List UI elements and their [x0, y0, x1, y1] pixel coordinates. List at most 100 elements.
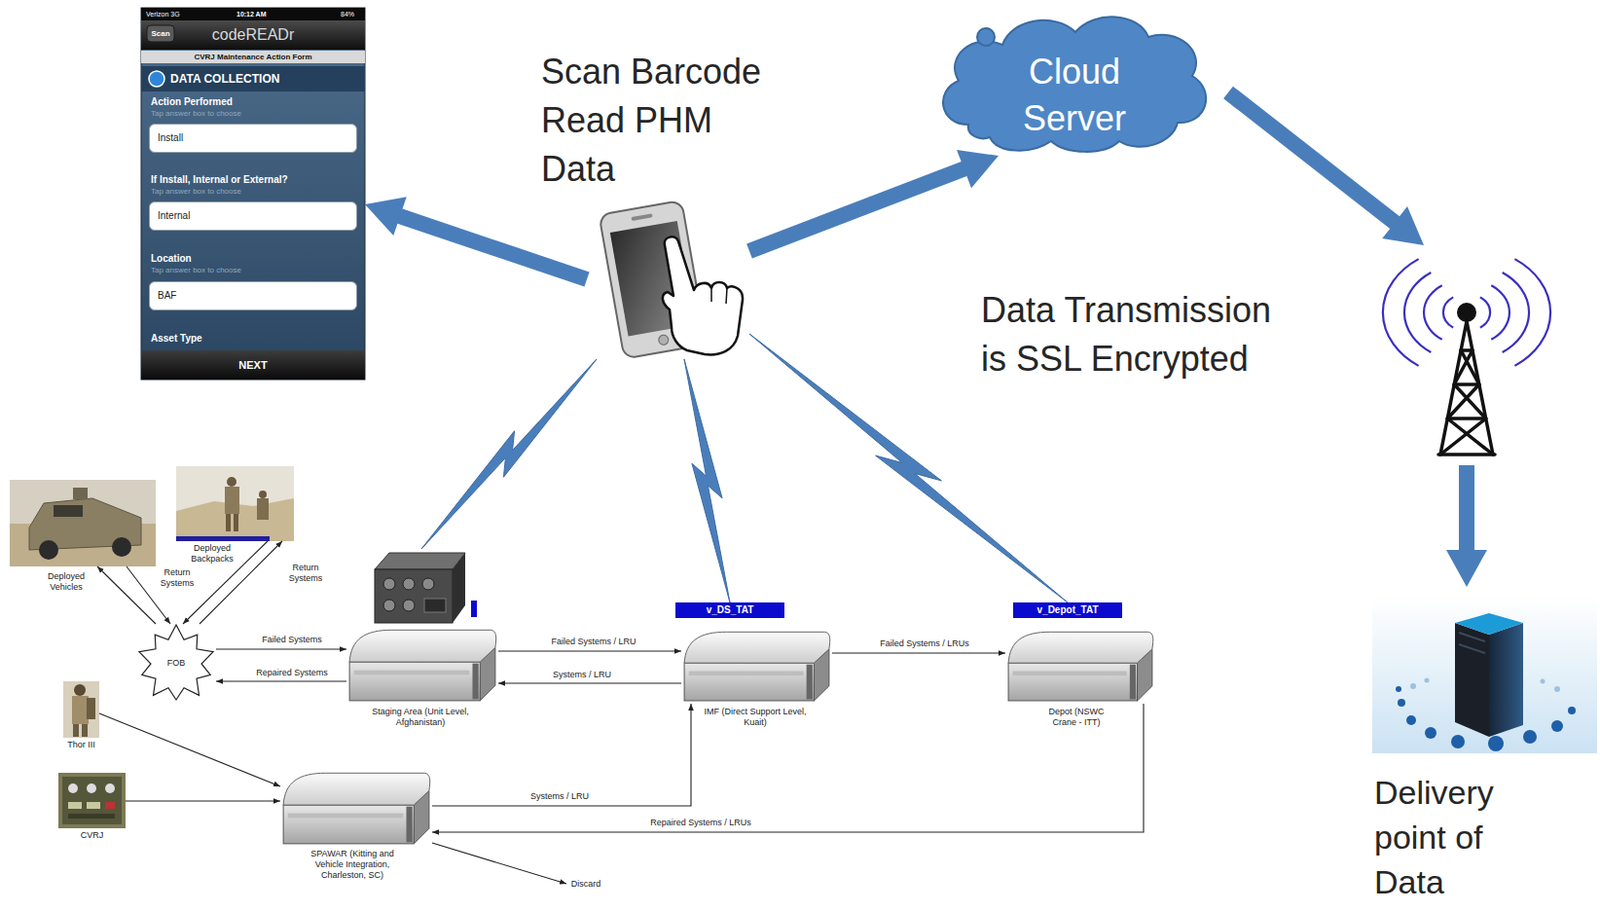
node-outline [346, 548, 499, 704]
photo-node: Thor III [63, 681, 100, 738]
equipment-photo [68, 813, 115, 819]
server-box: SPAWAR (Kitting and Vehicle Integration,… [280, 770, 433, 847]
flow-arrow [432, 703, 691, 806]
server-icon [1489, 622, 1524, 737]
answer-box: Install [148, 123, 358, 153]
equipment-photo [105, 783, 115, 794]
soldier-photo [63, 681, 100, 738]
flow-arrow [99, 713, 281, 787]
server-icon [1454, 613, 1524, 635]
node-label: Discard [571, 877, 602, 890]
status-text: 84% [340, 9, 355, 19]
app-title: codeREADr [189, 25, 317, 45]
node-outline [684, 662, 814, 701]
radio-tower [1514, 258, 1551, 366]
equipment-photo [62, 776, 122, 825]
vehicle-photo [9, 479, 156, 567]
node-outline [349, 661, 480, 701]
transmission-arrow [1223, 86, 1424, 246]
field-hint: Tap answer box to choose [150, 265, 356, 276]
radio-unit [471, 600, 477, 618]
node-outline [1129, 664, 1136, 700]
soldier-photo [233, 513, 239, 532]
soldier-photo [81, 724, 88, 737]
form-title: CVRJ Maintenance Action Form [141, 51, 365, 63]
node-outline [689, 671, 804, 677]
flow-arrow [832, 652, 1006, 654]
server-icon [1424, 678, 1430, 684]
smartphone-icon [711, 288, 728, 304]
edge-label: Failed Systems [260, 634, 324, 646]
server-icon [1397, 698, 1406, 707]
server-icon [1551, 720, 1564, 732]
app-button: Scan [146, 26, 175, 41]
vehicle-photo [111, 537, 132, 557]
answer-text: Install [157, 132, 183, 145]
server-icon [1567, 706, 1576, 715]
equipment-photo [58, 772, 126, 829]
photo-node: CVRJ [58, 772, 126, 829]
note-text: Data Transmission is SSL Encrypted [981, 286, 1291, 384]
radio-unit [402, 599, 415, 612]
node-outline [141, 7, 365, 380]
field-label: If Install, Internal or External? [150, 174, 356, 186]
flow-arrow [125, 800, 281, 801]
block-arrow [746, 149, 999, 258]
radio-unit [374, 569, 453, 623]
lightning-link [421, 359, 597, 549]
button-bar: NEXT [141, 350, 365, 380]
node-outline [405, 806, 412, 843]
server-icon [1451, 734, 1465, 749]
transmission-arrow [1446, 465, 1488, 587]
server-icon [1395, 686, 1576, 752]
server-icon [1410, 683, 1417, 690]
vehicle-photo [53, 505, 83, 517]
answer-text: BAF [157, 290, 177, 302]
node-label: IMF (Direct Support Level, Kuait) [700, 706, 810, 728]
server-icon [1554, 686, 1561, 692]
server-box: Depot (NSWC Crane - ITT) [1005, 629, 1156, 704]
metric-tag: v_DS_TAT [675, 602, 785, 619]
node-outline [354, 670, 471, 676]
radio-tower [1382, 258, 1551, 455]
equipment-photo [86, 783, 97, 794]
edge-label: Return Systems [284, 562, 328, 584]
answer-box: Internal [148, 201, 358, 231]
server-icon [1424, 727, 1437, 739]
soldier-photo [73, 684, 86, 696]
radio-tower [1480, 296, 1491, 328]
node-outline [283, 772, 431, 805]
soldier-photo [176, 536, 270, 542]
radio-unit [374, 552, 466, 570]
smartphone-node: Scan Barcode Read PHM Data [586, 193, 750, 360]
flow-arrow [97, 566, 156, 624]
radio-unit [383, 599, 396, 612]
field-label: Action Performed [150, 96, 356, 109]
equipment-photo [68, 801, 82, 809]
node-outline [146, 25, 175, 42]
flow-arrow [432, 703, 1144, 833]
node-label: Staging Area (Unit Level, Afghanistan) [352, 706, 489, 728]
terminal-node: Discard [566, 877, 606, 890]
tag-text: v_Depot_TAT [1037, 604, 1099, 617]
flow-arrow [199, 541, 283, 624]
soldier-photo [256, 498, 269, 520]
radio-unit [452, 552, 466, 623]
smartphone-icon [598, 200, 743, 360]
soldier-photo [226, 476, 237, 487]
node-outline [280, 770, 433, 847]
radio-tower [1490, 285, 1510, 340]
node-outline [943, 16, 1206, 152]
soldier-photo [86, 697, 96, 720]
server-icon [1454, 622, 1490, 737]
node-outline [349, 629, 497, 662]
radio-tower [1502, 272, 1529, 353]
server-icon [1395, 686, 1402, 692]
cloud-label: Cloud Server [1001, 48, 1148, 143]
smartphone-icon [630, 213, 653, 221]
node-outline [1005, 629, 1156, 704]
radio-unit [402, 578, 415, 590]
radio-unit [422, 578, 435, 590]
